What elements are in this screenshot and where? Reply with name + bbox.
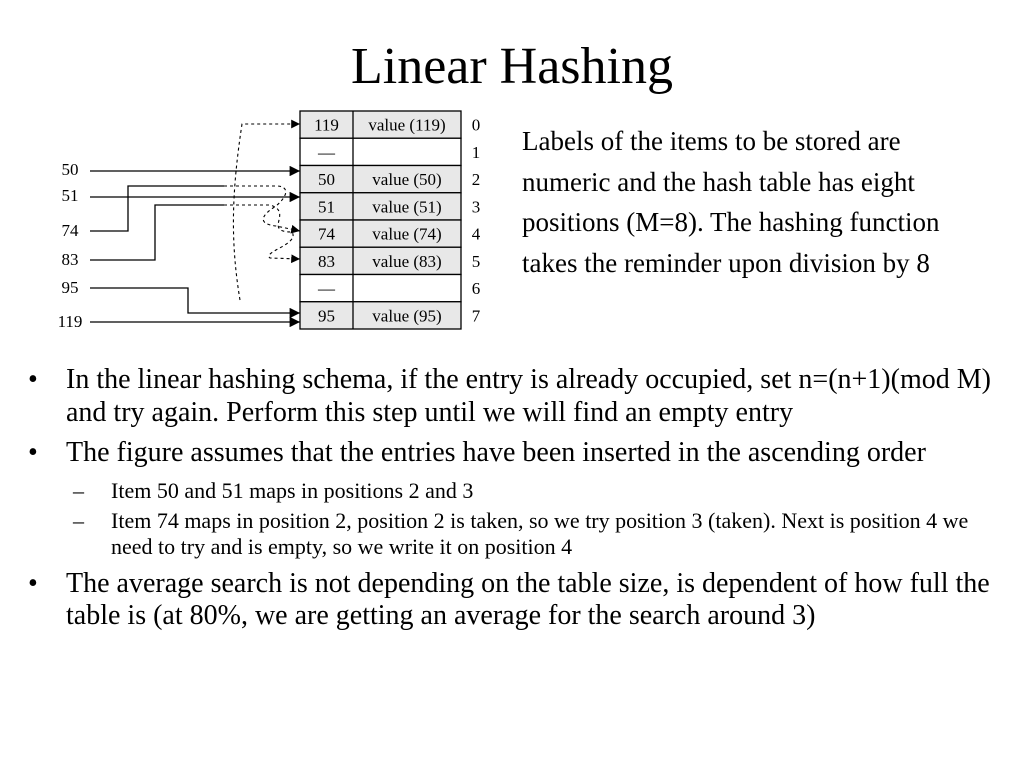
bullet-text: In the linear hashing schema, if the ent… bbox=[66, 364, 991, 428]
probe-83 bbox=[224, 204, 301, 264]
hash-table-cell bbox=[299, 137, 462, 167]
bullet-item: • The figure assumes that the entries ha… bbox=[28, 437, 1000, 560]
sub-bullet-item: – Item 50 and 51 maps in positions 2 and… bbox=[66, 478, 1000, 504]
hash-table-position: 2 bbox=[472, 170, 481, 189]
diagram-description: Labels of the items to be stored are num… bbox=[522, 126, 940, 278]
bullet-text: The figure assumes that the entries have… bbox=[66, 437, 926, 468]
sub-bullet-list: – Item 50 and 51 maps in positions 2 and… bbox=[66, 478, 1000, 560]
hash-table-cell bbox=[299, 301, 462, 330]
arrow-83 bbox=[90, 204, 224, 261]
sub-bullet-text: Item 50 and 51 maps in positions 2 and 3 bbox=[111, 477, 474, 503]
input-key-label: 83 bbox=[62, 250, 79, 269]
hash-table-position: 0 bbox=[472, 116, 481, 135]
hash-table-position: 3 bbox=[472, 197, 481, 216]
hash-table-row: 119 value (119) 0 bbox=[299, 110, 481, 139]
hash-table-key: 83 bbox=[318, 252, 335, 271]
hash-table-position: 5 bbox=[472, 252, 481, 271]
hash-table-value: value (51) bbox=[372, 197, 441, 216]
direct-arrows bbox=[90, 165, 300, 328]
hash-table-value: value (50) bbox=[372, 170, 441, 189]
bullet-text: The average search is not depending on t… bbox=[66, 567, 990, 632]
hash-table-value: value (74) bbox=[372, 225, 441, 244]
hash-table-value: value (119) bbox=[368, 116, 445, 135]
slide-title: Linear Hashing bbox=[350, 38, 673, 95]
hash-table-value: value (83) bbox=[372, 252, 441, 271]
hash-table-position: 1 bbox=[472, 143, 481, 162]
hash-table-cell bbox=[299, 219, 462, 248]
hash-table-row: 95 value (95) 7 bbox=[299, 301, 481, 330]
sub-bullet-marker: – bbox=[73, 477, 84, 503]
hash-table-row: —6 bbox=[299, 273, 481, 303]
sub-bullet-text: Item 74 maps in position 2, position 2 i… bbox=[111, 507, 969, 559]
hash-table-key: — bbox=[317, 143, 336, 162]
bullet-item: • In the linear hashing schema, if the e… bbox=[28, 364, 1000, 429]
hash-table-row: 51 value (51) 3 bbox=[299, 192, 481, 221]
probe-arrows bbox=[224, 119, 301, 301]
hash-table-row: 74 value (74) 4 bbox=[299, 219, 481, 248]
hash-table-key: 119 bbox=[314, 116, 339, 135]
bullet-marker: • bbox=[28, 437, 38, 468]
probe-74 bbox=[224, 185, 301, 234]
hash-table-cell bbox=[299, 164, 462, 194]
hash-table-key: — bbox=[317, 279, 336, 298]
input-key-label: 50 bbox=[62, 160, 79, 179]
hash-table-value: value (95) bbox=[372, 306, 441, 325]
hash-table-position: 6 bbox=[472, 279, 481, 298]
hash-table-key: 51 bbox=[318, 197, 335, 216]
hash-table-position: 7 bbox=[472, 306, 481, 325]
input-key-label: 74 bbox=[62, 221, 80, 240]
hash-table-row: 50 value (50) 2 bbox=[299, 164, 481, 194]
hash-table-row: 83 value (83) 5 bbox=[299, 246, 481, 276]
sub-bullet-marker: – bbox=[73, 507, 84, 533]
input-key-label: 95 bbox=[62, 278, 79, 297]
bullet-marker: • bbox=[28, 364, 38, 395]
hash-table-cell bbox=[299, 192, 462, 221]
bullet-item: • The average search is not depending on… bbox=[28, 568, 1000, 633]
input-key-label: 119 bbox=[58, 312, 83, 331]
arrow-74 bbox=[90, 185, 224, 232]
sub-bullet-item: – Item 74 maps in position 2, position 2… bbox=[66, 508, 1000, 560]
hash-table-key: 50 bbox=[318, 170, 335, 189]
hash-table-key: 95 bbox=[318, 306, 335, 325]
bullet-list: • In the linear hashing schema, if the e… bbox=[28, 364, 1000, 641]
bullet-marker: • bbox=[28, 567, 38, 599]
hash-table-cell bbox=[299, 110, 462, 139]
arrow-95 bbox=[90, 287, 300, 319]
hash-table-row: —1 bbox=[299, 137, 481, 167]
probe-119-wrap bbox=[232, 119, 300, 301]
hash-table-position: 4 bbox=[472, 225, 481, 244]
input-key-label: 51 bbox=[62, 186, 79, 205]
hash-table-key: 74 bbox=[318, 225, 336, 244]
